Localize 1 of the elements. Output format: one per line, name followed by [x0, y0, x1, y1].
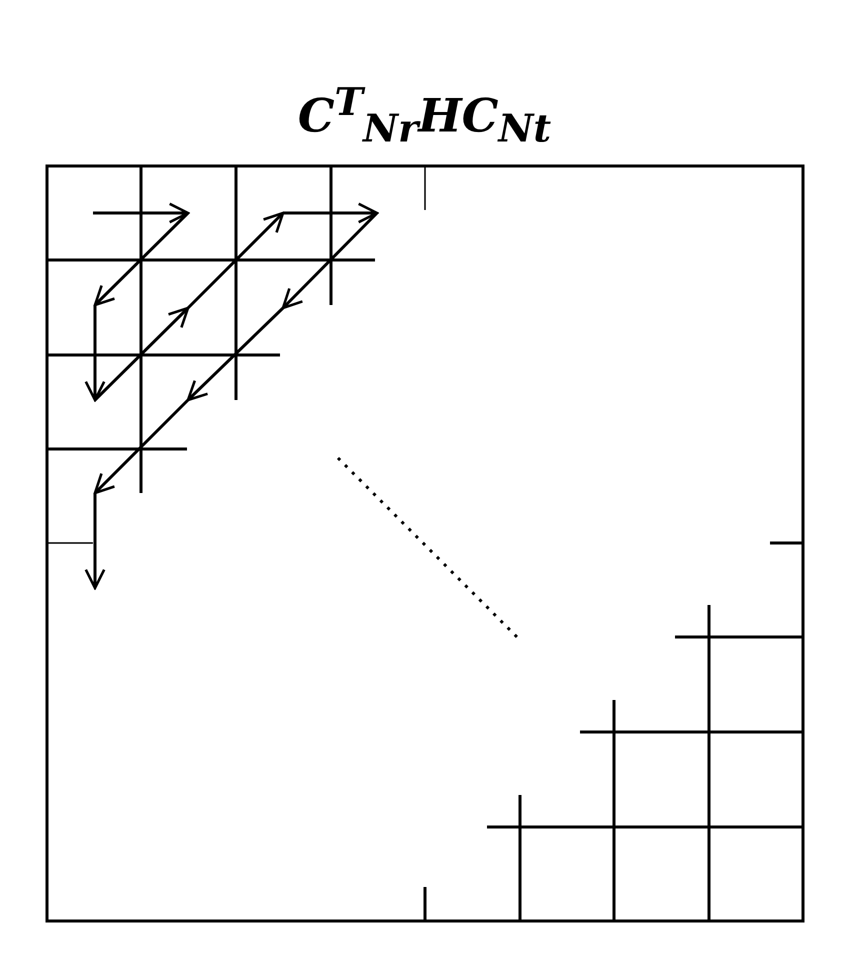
- matrix-title: C$^{T}$$_{Nr}$HC$_{Nt}$: [296, 80, 552, 152]
